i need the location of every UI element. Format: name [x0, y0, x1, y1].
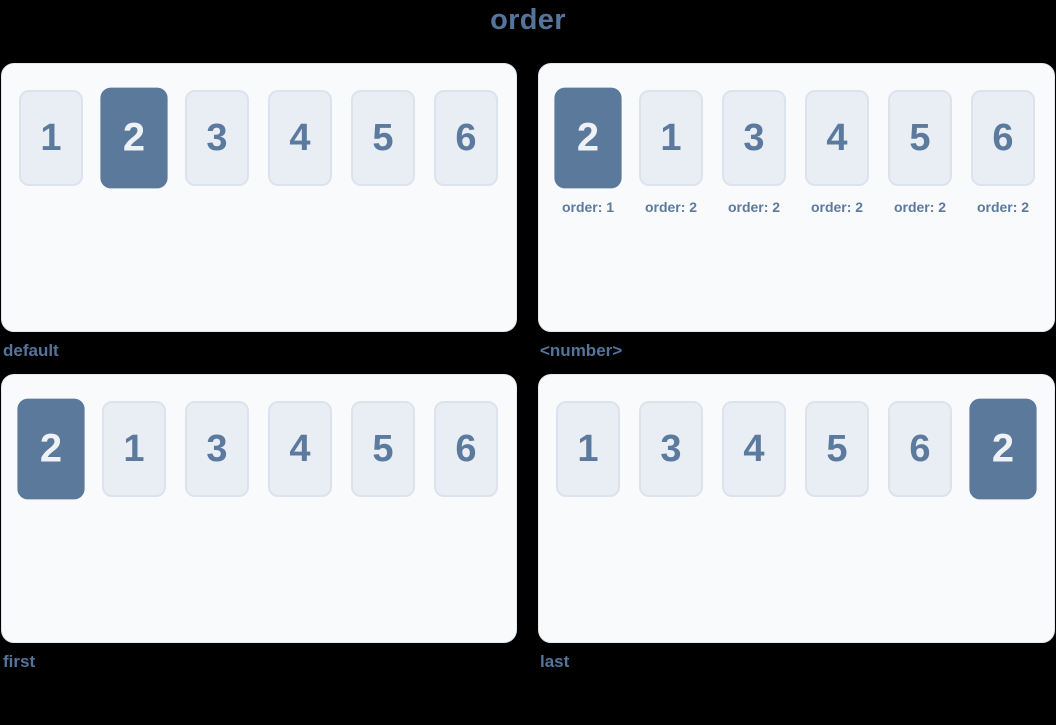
flex-item-wrapper: 1	[556, 401, 620, 497]
flex-item-wrapper: 3	[639, 401, 703, 497]
flex-item: 4	[268, 90, 332, 186]
flex-container-number: 2 order: 1 1 order: 2 3 order: 2 4 order: 2 5 ord…	[538, 63, 1055, 332]
order-value-label: order: 1	[561, 199, 615, 215]
flex-item-wrapper: 4 order: 2	[805, 90, 869, 215]
flex-item: 4	[722, 401, 786, 497]
flex-item: 3	[722, 90, 786, 186]
flex-item-highlighted: 2	[969, 398, 1037, 500]
flex-item: 5	[351, 401, 415, 497]
order-value-label: order: 2	[727, 199, 781, 215]
flex-item-highlighted: 2	[100, 87, 168, 189]
example-caption-number: <number>	[540, 341, 623, 360]
flex-item: 5	[805, 401, 869, 497]
flex-item-wrapper: 6	[434, 401, 498, 497]
flex-item-wrapper: 3 order: 2	[722, 90, 786, 215]
example-caption-default: default	[3, 341, 59, 360]
flex-item-wrapper: 5	[351, 90, 415, 186]
flex-item: 4	[268, 401, 332, 497]
flex-item-wrapper: 2	[17, 398, 85, 500]
flex-item: 3	[639, 401, 703, 497]
flex-item: 6	[971, 90, 1035, 186]
flex-item-wrapper: 3	[185, 90, 249, 186]
page-title: order	[490, 4, 566, 36]
flex-item-wrapper: 1 order: 2	[639, 90, 703, 215]
flex-item: 6	[888, 401, 952, 497]
flex-item-highlighted: 2	[554, 87, 622, 189]
flex-item: 5	[888, 90, 952, 186]
flex-item-wrapper: 6	[434, 90, 498, 186]
flex-item: 3	[185, 90, 249, 186]
flex-item: 6	[434, 90, 498, 186]
order-value-label: order: 2	[893, 199, 947, 215]
flex-row: 2 order: 1 1 order: 2 3 order: 2 4 order: 2 5 ord…	[554, 87, 1037, 215]
flex-item-wrapper: 6	[888, 401, 952, 497]
flex-item-wrapper: 5	[805, 401, 869, 497]
flex-item: 1	[19, 90, 83, 186]
flex-item: 1	[556, 401, 620, 497]
flex-item-wrapper: 4	[268, 401, 332, 497]
flex-item-wrapper: 3	[185, 401, 249, 497]
order-value-label: order: 2	[976, 199, 1030, 215]
flex-item-wrapper: 6 order: 2	[971, 90, 1035, 215]
flex-item-wrapper: 4	[722, 401, 786, 497]
flex-item: 3	[185, 401, 249, 497]
flex-item: 1	[102, 401, 166, 497]
example-caption-last: last	[540, 652, 570, 671]
flex-item: 5	[351, 90, 415, 186]
flex-item-wrapper: 1	[102, 401, 166, 497]
flex-item: 6	[434, 401, 498, 497]
flex-item-highlighted: 2	[17, 398, 85, 500]
flex-item-wrapper: 2	[969, 398, 1037, 500]
flex-item-wrapper: 4	[268, 90, 332, 186]
order-value-label: order: 2	[810, 199, 864, 215]
flex-item-wrapper: 2 order: 1	[554, 87, 622, 215]
flex-item-wrapper: 5 order: 2	[888, 90, 952, 215]
flex-item-wrapper: 2	[100, 87, 168, 189]
flex-item-wrapper: 1	[19, 90, 83, 186]
flex-item-wrapper: 5	[351, 401, 415, 497]
example-caption-first: first	[3, 652, 36, 671]
example-number: 2 order: 1 1 order: 2 3 order: 2 4 order: 2 5 ord…	[538, 63, 1055, 374]
flex-item: 4	[805, 90, 869, 186]
order-value-label: order: 2	[644, 199, 698, 215]
flex-item: 1	[639, 90, 703, 186]
